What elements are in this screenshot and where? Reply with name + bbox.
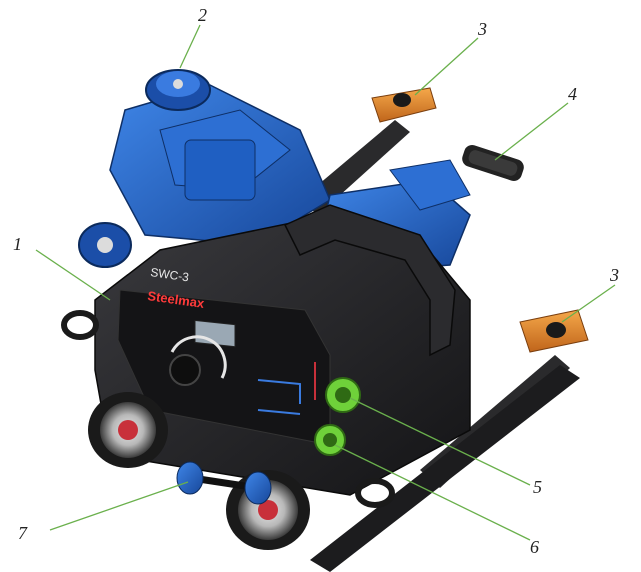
callout-3-right: 3 bbox=[610, 265, 619, 285]
model-label: SWC-3 bbox=[150, 265, 191, 284]
height-adjust-knob-2 bbox=[145, 69, 211, 111]
callout-4: 4 bbox=[568, 84, 577, 104]
callout-2: 2 bbox=[198, 5, 207, 25]
callout-3-top: 3 bbox=[478, 19, 487, 39]
callout-7: 7 bbox=[18, 523, 27, 543]
callout-1: 1 bbox=[13, 234, 22, 254]
guide-roller-3-right bbox=[519, 309, 589, 353]
callout-6: 6 bbox=[530, 537, 539, 557]
carriage-body bbox=[94, 204, 471, 496]
side-adjust-knob bbox=[78, 222, 132, 268]
guide-arm-upper bbox=[300, 120, 410, 215]
connector-6 bbox=[314, 424, 346, 456]
connector-5 bbox=[325, 377, 361, 413]
drive-wheel-left bbox=[88, 392, 168, 468]
torch-clamp-knob-4 bbox=[462, 145, 524, 181]
clutch-lever-7 bbox=[176, 461, 272, 505]
callout-5: 5 bbox=[533, 477, 542, 497]
guide-roller-3-top bbox=[371, 87, 437, 123]
lifting-eye-right bbox=[355, 478, 395, 508]
leader-lines bbox=[35, 24, 616, 541]
lifting-eye-left bbox=[61, 310, 99, 340]
guide-arm-lower bbox=[310, 355, 580, 572]
